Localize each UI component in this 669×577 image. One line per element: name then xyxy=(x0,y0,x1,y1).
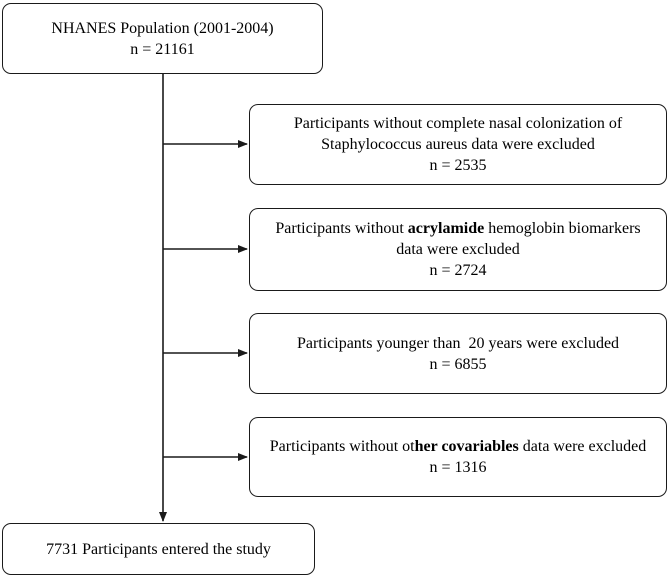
exclusion-1-line2: Staphylococcus aureus data were excluded xyxy=(321,136,595,153)
exclusion-2-line2: data were excluded xyxy=(396,241,520,258)
exclusion-2-count: n = 2724 xyxy=(429,262,487,279)
population-title: NHANES Population (2001-2004) xyxy=(51,19,274,37)
final-cohort-box: 7731 Participants entered the study xyxy=(2,523,315,575)
exclusion-4-count: n = 1316 xyxy=(429,459,487,476)
exclusion-box-acrylamide: Participants without acrylamide hemoglob… xyxy=(249,208,667,291)
exclusion-box-covariables: Participants without other covariables d… xyxy=(249,417,667,497)
exclusion-box-nasal-colonization: Participants without complete nasal colo… xyxy=(249,104,667,185)
exclusion-2-line1-bold: acrylamide xyxy=(407,220,485,237)
exclusion-3-count: n = 6855 xyxy=(429,355,487,373)
exclusion-4-line1-post: data were excluded xyxy=(518,438,647,455)
exclusion-3-line1: Participants younger than 20 years were … xyxy=(296,334,620,352)
exclusion-4-line1-pre: Participants without ot xyxy=(269,438,415,455)
exclusion-2-line1-post: hemoglobin biomarkers xyxy=(484,220,641,237)
population-count: n = 21161 xyxy=(130,40,195,58)
population-box: NHANES Population (2001-2004) n = 21161 xyxy=(2,3,323,74)
exclusion-1-count: n = 2535 xyxy=(429,157,487,174)
exclusion-box-age: Participants younger than 20 years were … xyxy=(249,313,667,394)
exclusion-1-line1: Participants without complete nasal colo… xyxy=(293,115,623,132)
exclusion-4-line1: Participants without other covariables d… xyxy=(270,436,647,457)
exclusion-2-line1-pre: Participants without xyxy=(275,220,408,237)
final-cohort-text: 7731 Participants entered the study xyxy=(46,540,271,558)
exclusion-2-line1: Participants without acrylamide hemoglob… xyxy=(275,218,640,239)
exclusion-4-line1-bold: her covariables xyxy=(414,438,519,455)
